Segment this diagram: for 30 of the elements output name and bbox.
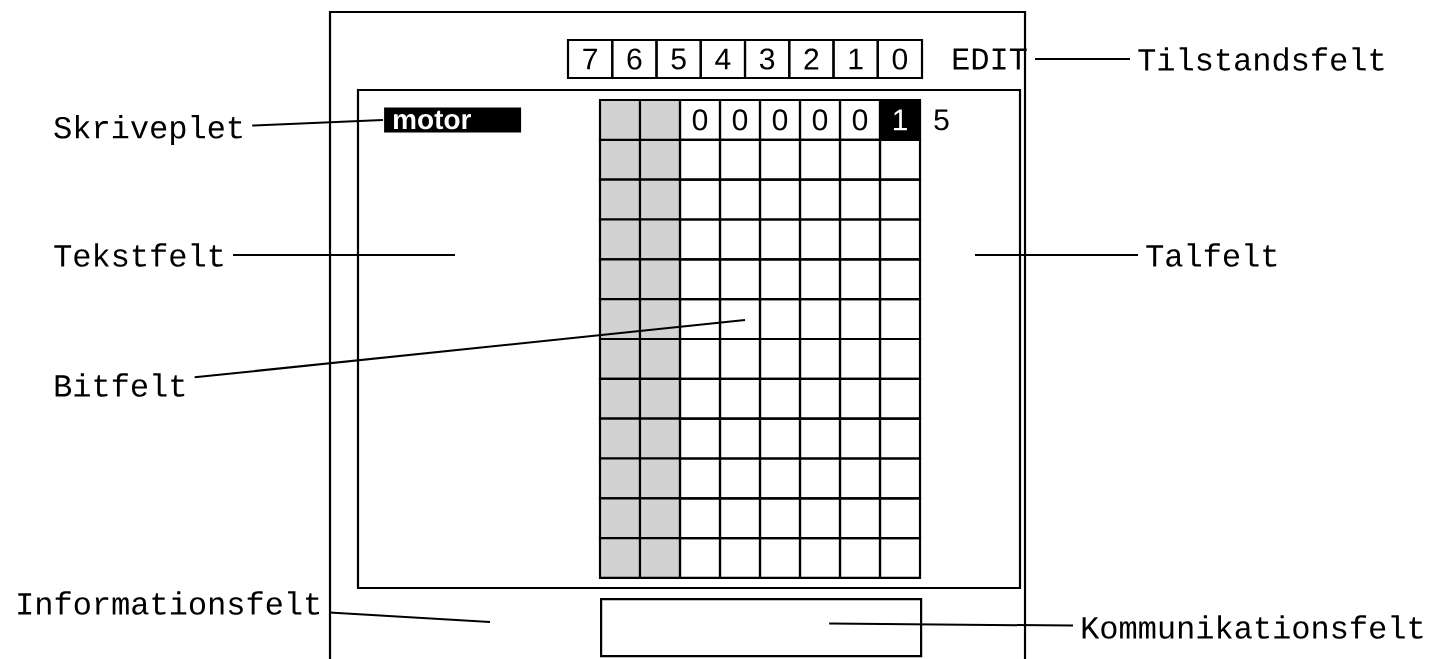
leader-line — [193, 319, 746, 379]
bit-number-cell: 4 — [699, 38, 747, 80]
bit-number-cell: 1 — [832, 38, 879, 80]
leader-line — [232, 254, 456, 256]
bit-number-cell: 3 — [743, 38, 791, 80]
bit-number-cell: 7 — [566, 38, 614, 80]
callout-label: Talfelt — [1146, 243, 1277, 267]
communication-box — [600, 598, 923, 658]
leader-line — [328, 611, 491, 623]
bit-value-cell: 0 — [758, 98, 802, 141]
bit-number-cell: 5 — [655, 38, 702, 80]
bit-value-cell: 1 — [878, 98, 922, 141]
bit-number-cell: 6 — [611, 38, 658, 80]
callout-label: Tekstfelt — [54, 243, 223, 267]
number-value: 5 — [934, 109, 949, 131]
callout-label: Bitfelt — [55, 373, 185, 397]
callout-label: Tilstandsfelt — [1138, 47, 1384, 71]
bit-value-cell: 0 — [718, 98, 762, 141]
callout-label: Skriveplet — [54, 115, 242, 145]
highlighted-field: motor — [384, 107, 522, 133]
bit-number-cell: 0 — [876, 38, 924, 80]
bit-value-cell: 0 — [798, 98, 842, 141]
leader-line — [251, 119, 384, 127]
callout-label: Informationsfelt — [18, 591, 319, 615]
bit-value-cell: 0 — [678, 98, 722, 141]
callout-label: Kommunikationsfelt — [1082, 615, 1423, 639]
leader-line — [1034, 58, 1131, 60]
leader-line — [828, 622, 1074, 627]
bit-number-cell: 2 — [788, 38, 835, 80]
leader-line — [974, 254, 1139, 256]
